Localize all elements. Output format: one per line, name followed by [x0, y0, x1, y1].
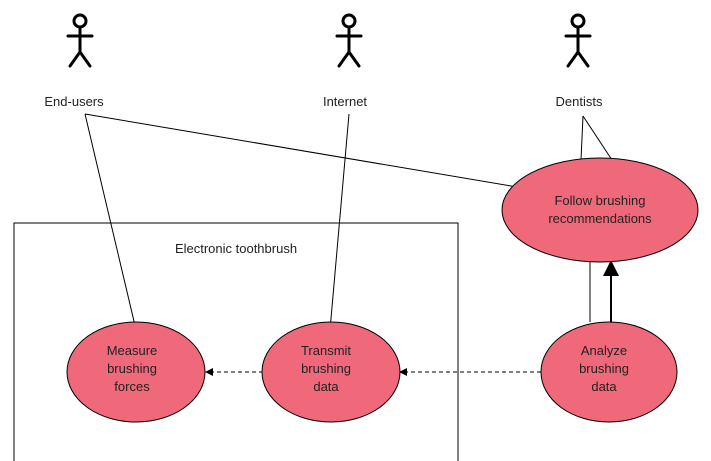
actor-dentists: Dentists	[556, 13, 603, 109]
stick-figure-icon	[66, 13, 94, 68]
association-dentists-follow-left	[580, 115, 584, 161]
stick-figure-icon	[335, 13, 363, 68]
use-case-label: brushing	[107, 361, 157, 376]
use-case-label: Measure	[107, 343, 158, 358]
system-boundary	[13, 222, 459, 461]
use-case-transmit-brushing-data: Transmit brushing data	[261, 321, 401, 423]
actor-end-users: End-users	[44, 13, 104, 109]
use-case-follow-recommendations: Follow brushing recommendations	[501, 157, 699, 263]
actor-internet: Internet	[323, 13, 367, 109]
use-case-label: data	[313, 379, 339, 394]
actor-label: Dentists	[556, 94, 603, 109]
use-case-label: Follow brushing	[554, 193, 645, 208]
use-case-label: recommendations	[548, 211, 652, 226]
use-case-analyze-brushing-data: Analyze brushing data	[540, 321, 678, 423]
use-case-label: Analyze	[581, 343, 627, 358]
use-case-label: brushing	[579, 361, 629, 376]
actor-label: Internet	[323, 94, 367, 109]
association-internet-transmit	[329, 113, 350, 331]
use-case-label: data	[591, 379, 617, 394]
association-endusers-follow	[84, 113, 518, 188]
use-case-label: brushing	[301, 361, 351, 376]
use-case-label: forces	[114, 379, 150, 394]
association-endusers-measure	[84, 113, 138, 335]
stick-figure-icon	[564, 13, 592, 68]
use-case-label: Transmit	[301, 343, 351, 358]
actor-label: End-users	[44, 94, 104, 109]
association-dentists-follow-right	[582, 115, 613, 161]
system-label: Electronic toothbrush	[175, 241, 297, 256]
use-case-measure-brushing-forces: Measure brushing forces	[66, 321, 206, 423]
